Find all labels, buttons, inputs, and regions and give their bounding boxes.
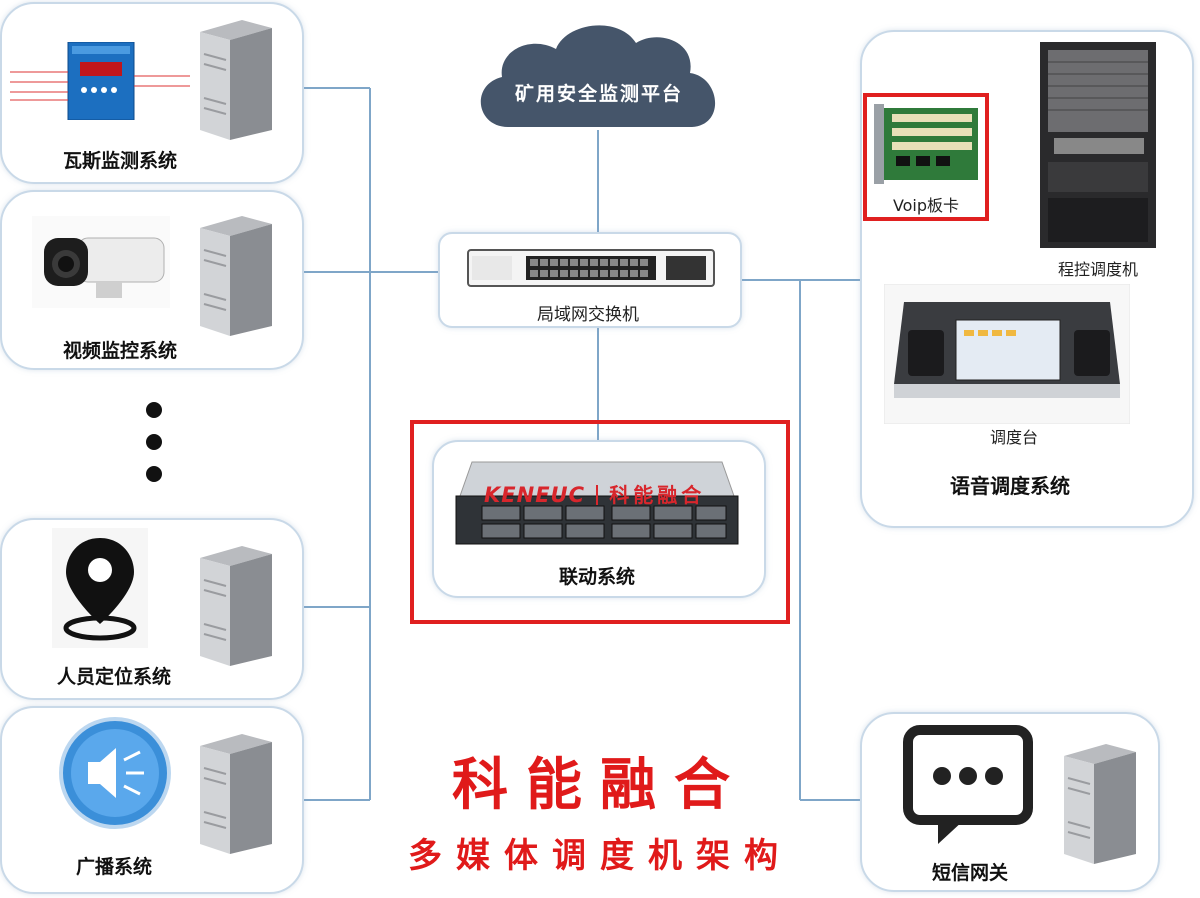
video-server-icon: [190, 214, 276, 338]
linkage-highlight-frame: [410, 420, 790, 624]
voip-card-board: [874, 104, 980, 184]
personnel-label: 人员定位系统: [56, 666, 171, 688]
video-monitor-label: 视频监控系统: [62, 340, 177, 362]
linkage-server-device: [452, 456, 742, 550]
brand-title: 科能融合: [452, 753, 748, 818]
broadcast-label: 广播系统: [75, 856, 152, 878]
logo-divider: [596, 485, 599, 505]
chat-bubble-icon: [902, 724, 1034, 850]
logo-en: KENEUC: [484, 483, 586, 507]
keneuc-logo: KENEUC 科能融合: [484, 479, 744, 507]
voip-card-label: Voip板卡: [892, 196, 960, 215]
location-pin-icon: [52, 528, 148, 648]
camera-icon: [32, 216, 170, 308]
brand-subtitle: 多媒体调度机架构: [408, 836, 792, 876]
voip-card-highlight: [863, 93, 989, 221]
sms-server-icon: [1054, 742, 1140, 866]
pbx-label: 程控调度机: [1057, 260, 1138, 279]
gas-server-icon: [190, 18, 276, 142]
sms-gateway-label: 短信网关: [931, 862, 1008, 884]
platform-cloud: 矿用安全监测平台: [468, 15, 730, 133]
pbx-rack-icon: [1040, 42, 1156, 248]
platform-label: 矿用安全监测平台: [514, 83, 683, 105]
dispatch-console-icon: [883, 283, 1131, 425]
speaker-icon: [58, 716, 172, 830]
switch-device: [466, 246, 716, 290]
linkage-label: 联动系统: [558, 566, 635, 588]
gas-monitor-device: [10, 41, 190, 121]
switch-label: 局域网交换机: [537, 305, 639, 325]
console-label: 调度台: [989, 428, 1038, 447]
logo-cn: 科能融合: [609, 483, 706, 507]
gas-monitor-label: 瓦斯监测系统: [62, 150, 177, 172]
voice-dispatch-label: 语音调度系统: [950, 474, 1070, 498]
broadcast-server-icon: [190, 732, 276, 856]
personnel-server-icon: [190, 544, 276, 668]
